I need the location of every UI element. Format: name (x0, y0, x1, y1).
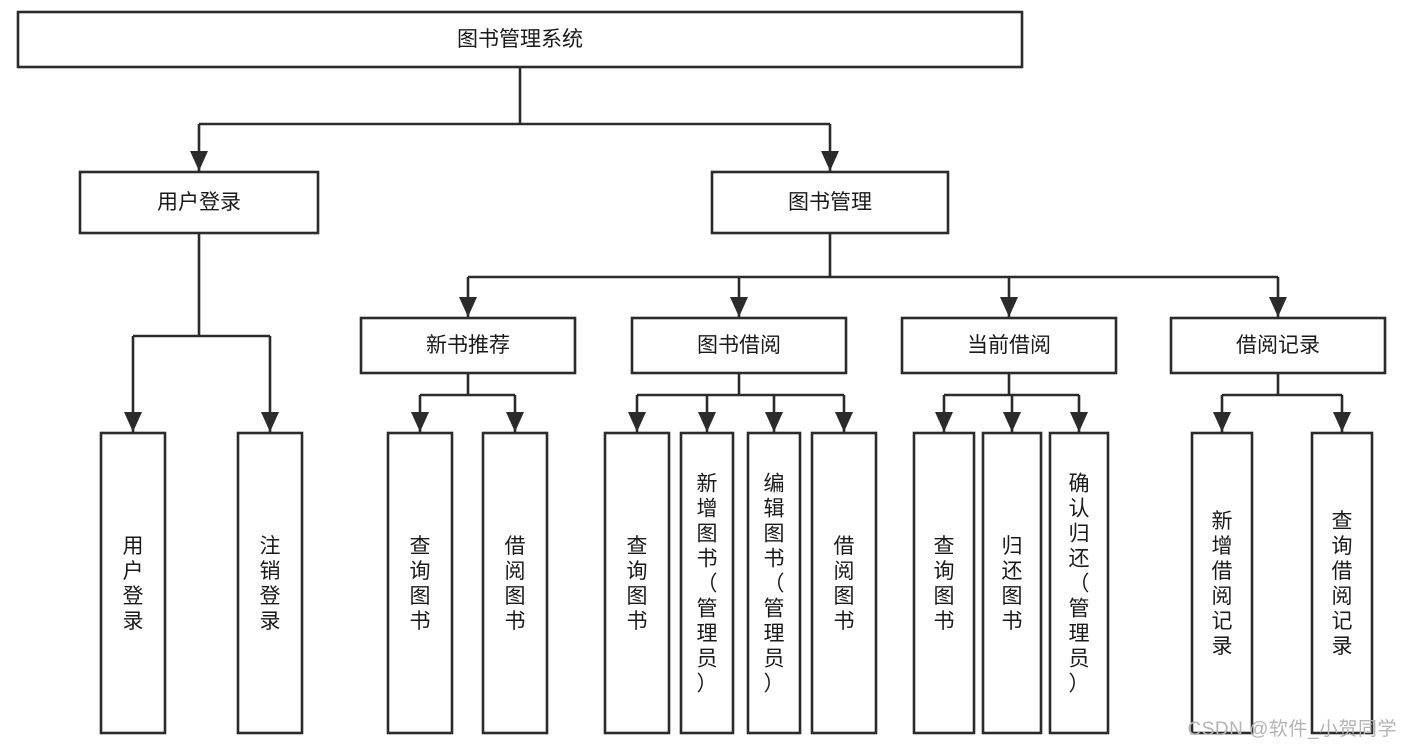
node-box (1310, 431, 1374, 735)
node-box (810, 431, 878, 735)
arrow-head-icon (459, 297, 477, 317)
node-user-login[interactable]: 用户登录 (78, 170, 320, 235)
node-label: 新书推荐 (426, 334, 510, 357)
node-box (99, 431, 167, 735)
node-leaf-query-book-1[interactable]: 查询图书 (386, 431, 454, 735)
node-book-borrow[interactable]: 图书借阅 (630, 316, 848, 375)
node-label: 归还图书 (1002, 535, 1023, 633)
node-leaf-query-book-2[interactable]: 查询图书 (603, 431, 671, 735)
arrow-head-icon (1333, 412, 1351, 432)
node-label: 查询图书 (627, 535, 648, 633)
node-label: 借阅图书 (834, 535, 855, 633)
node-leaf-user-login[interactable]: 用户登录 (99, 431, 167, 735)
arrow-head-icon (1269, 297, 1287, 317)
node-box (630, 316, 848, 375)
node-label: 确认归还（管理员） (1069, 473, 1090, 696)
node-label: 查询图书 (934, 535, 955, 633)
node-label: 编辑图书（管理员） (764, 473, 785, 696)
node-box (603, 431, 671, 735)
node-box (746, 431, 802, 735)
node-box (1048, 431, 1110, 735)
node-box (1169, 316, 1387, 375)
arrow-head-icon (1003, 412, 1021, 432)
node-box (386, 431, 454, 735)
watermark-text: CSDN @软件_小贺同学 (1187, 719, 1397, 740)
node-label: 借阅图书 (505, 535, 526, 633)
node-label: 图书管理 (788, 191, 872, 214)
node-label: 借阅记录 (1236, 334, 1320, 357)
connectors-layer (124, 67, 1351, 432)
node-label: 用户登录 (157, 191, 241, 214)
node-box (481, 431, 549, 735)
node-box (236, 431, 304, 735)
node-box (912, 431, 976, 735)
arrow-head-icon (935, 412, 953, 432)
node-leaf-query-borrow-record[interactable]: 查询借阅记录 (1310, 431, 1374, 735)
arrow-head-icon (1000, 297, 1018, 317)
node-book-manage[interactable]: 图书管理 (710, 170, 950, 235)
arrow-head-icon (1213, 412, 1231, 432)
node-label: 查询借阅记录 (1332, 510, 1353, 658)
arrow-head-icon (1070, 412, 1088, 432)
arrow-head-icon (835, 412, 853, 432)
arrow-head-icon (411, 412, 429, 432)
node-box (16, 10, 1024, 69)
arrow-head-icon (821, 151, 839, 171)
node-root[interactable]: 图书管理系统 (16, 10, 1024, 69)
node-leaf-edit-book-admin[interactable]: 编辑图书（管理员） (746, 431, 802, 735)
node-box (78, 170, 320, 235)
arrow-head-icon (698, 412, 716, 432)
node-leaf-user-logout[interactable]: 注销登录 (236, 431, 304, 735)
node-leaf-return-book[interactable]: 归还图书 (981, 431, 1043, 735)
node-box (1190, 431, 1254, 735)
node-label: 新增图书（管理员） (697, 473, 718, 696)
node-box (710, 170, 950, 235)
node-label: 用户登录 (123, 535, 144, 633)
node-leaf-query-book-3[interactable]: 查询图书 (912, 431, 976, 735)
node-leaf-add-book-admin[interactable]: 新增图书（管理员） (679, 431, 735, 735)
node-leaf-add-borrow-record[interactable]: 新增借阅记录 (1190, 431, 1254, 735)
node-box (900, 316, 1118, 375)
node-label: 查询图书 (410, 535, 431, 633)
node-box (359, 316, 577, 375)
arrow-head-icon (730, 297, 748, 317)
node-box (981, 431, 1043, 735)
node-label: 当前借阅 (967, 334, 1051, 357)
node-leaf-borrow-book-1[interactable]: 借阅图书 (481, 431, 549, 735)
node-current-borrow[interactable]: 当前借阅 (900, 316, 1118, 375)
node-label: 新增借阅记录 (1212, 510, 1233, 658)
arrow-head-icon (261, 412, 279, 432)
nodes-layer: 图书管理系统用户登录图书管理新书推荐图书借阅当前借阅借阅记录用户登录注销登录查询… (16, 10, 1387, 735)
arrow-head-icon (765, 412, 783, 432)
arrow-head-icon (124, 412, 142, 432)
node-box (679, 431, 735, 735)
node-leaf-confirm-return-admin[interactable]: 确认归还（管理员） (1048, 431, 1110, 735)
node-leaf-borrow-book-2[interactable]: 借阅图书 (810, 431, 878, 735)
node-label: 图书管理系统 (457, 28, 583, 51)
node-new-book-recommend[interactable]: 新书推荐 (359, 316, 577, 375)
node-borrow-record[interactable]: 借阅记录 (1169, 316, 1387, 375)
arrow-head-icon (506, 412, 524, 432)
arrow-head-icon (190, 151, 208, 171)
arrow-head-icon (628, 412, 646, 432)
node-label: 注销登录 (260, 535, 281, 633)
node-label: 图书借阅 (697, 334, 781, 357)
